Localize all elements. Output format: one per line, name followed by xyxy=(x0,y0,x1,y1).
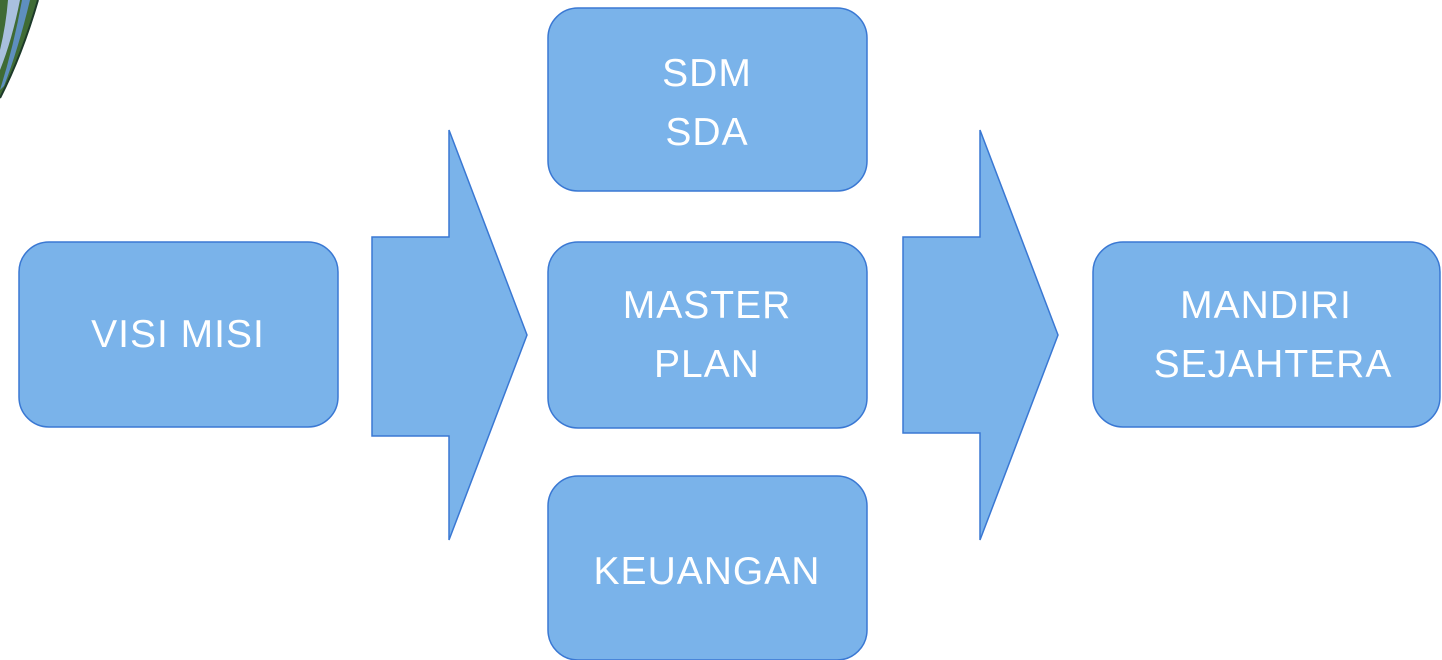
box-label-sdm: SDM xyxy=(662,52,752,95)
box-label-mandiri: MANDIRI xyxy=(1180,284,1352,327)
box-label-keuangan: KEUANGAN xyxy=(594,550,821,593)
box-label-master: MASTER xyxy=(623,284,792,327)
box-sdm-sda: SDM SDA xyxy=(547,7,868,192)
box-master-plan: MASTER PLAN xyxy=(547,241,868,429)
box-keuangan: KEUANGAN xyxy=(547,475,868,660)
box-visi-misi: VISI MISI xyxy=(18,241,339,428)
arrow-right-2 xyxy=(902,129,1059,541)
box-mandiri-sejahtera: MANDIRI SEJAHTERA xyxy=(1092,241,1441,428)
box-label-sejahtera: SEJAHTERA xyxy=(1154,343,1393,386)
arrow-right-1 xyxy=(371,129,528,541)
box-label-sda: SDA xyxy=(665,111,748,154)
box-label-visi-misi: VISI MISI xyxy=(91,313,265,356)
box-label-plan: PLAN xyxy=(654,343,760,386)
corner-decoration-image xyxy=(0,0,39,99)
